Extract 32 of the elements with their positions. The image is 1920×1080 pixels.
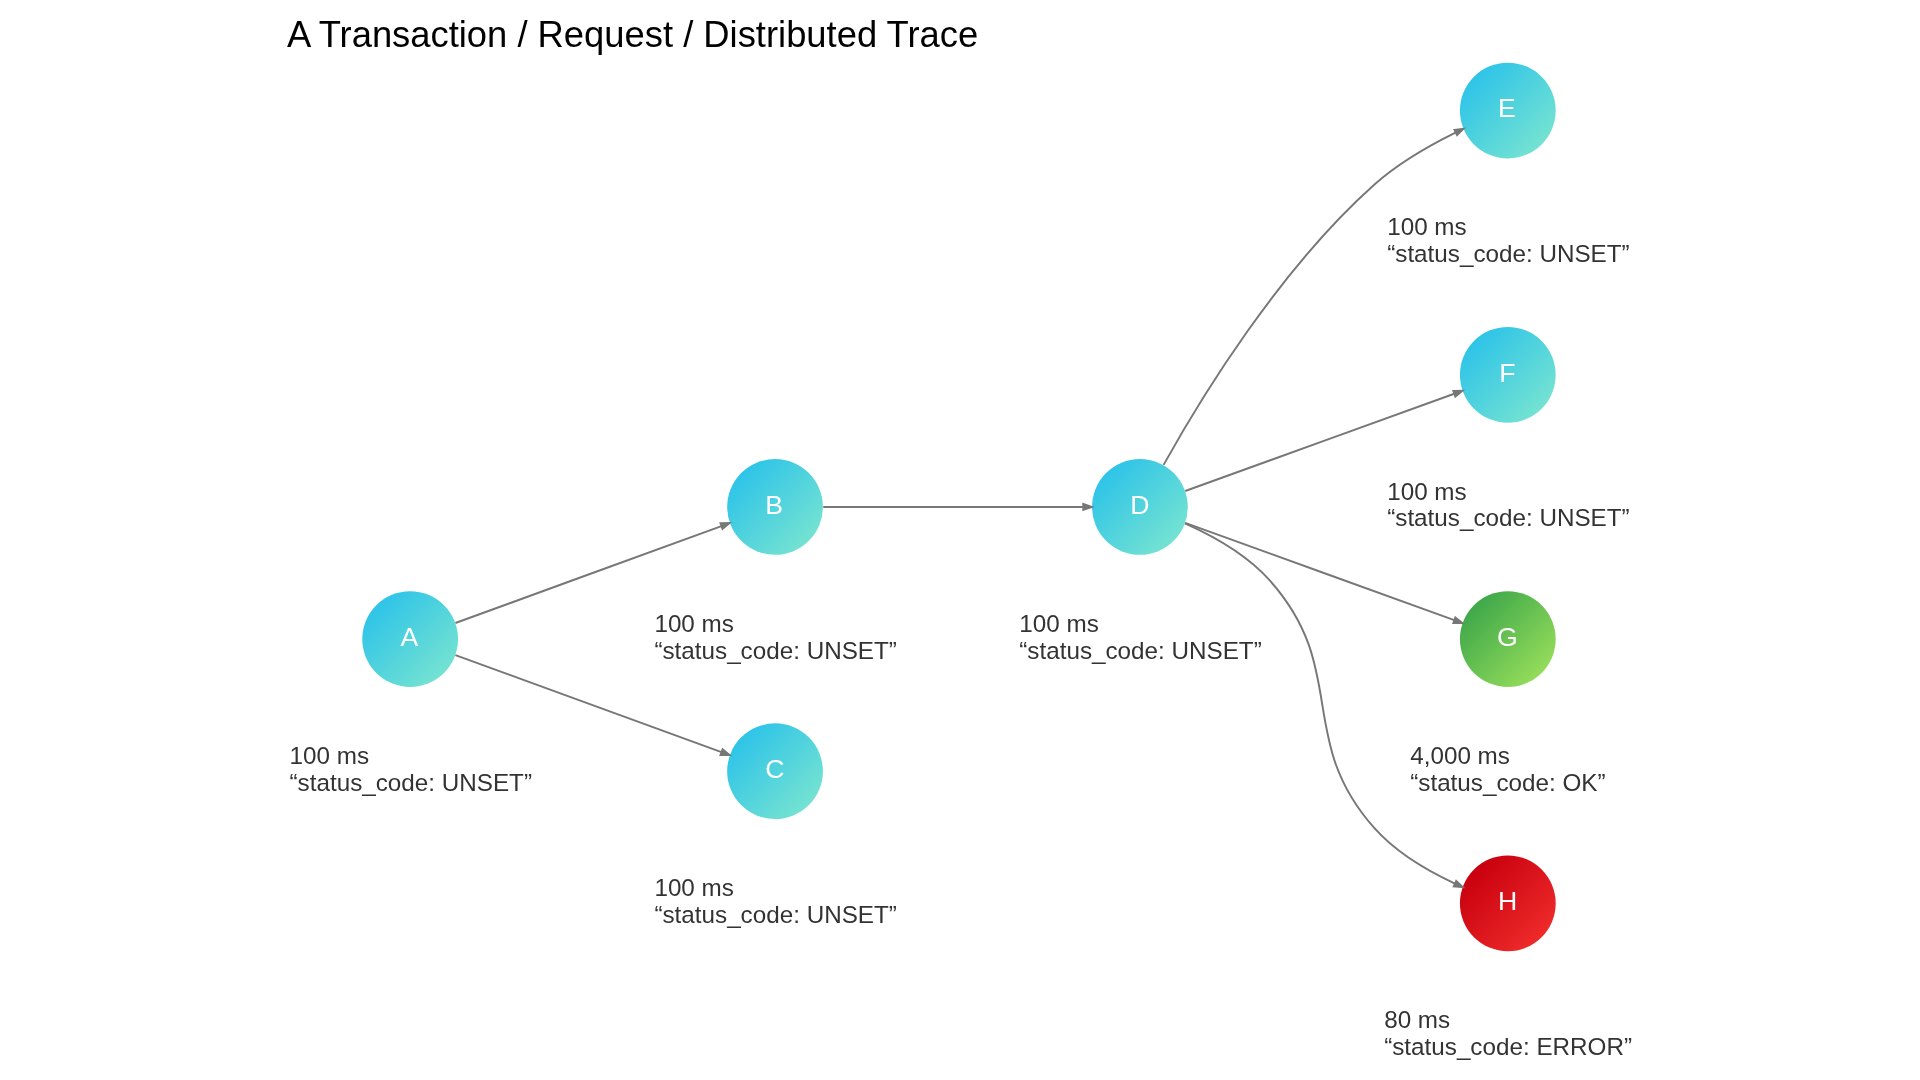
arrow <box>453 654 732 757</box>
node-circle: F <box>1459 326 1556 423</box>
node-label: 100 ms <box>289 741 369 769</box>
arrow <box>1183 389 1465 492</box>
node-label: 80 ms <box>1383 1006 1450 1034</box>
node-label: “status_code: UNSET” <box>1386 240 1630 268</box>
node-label: 4,000 ms <box>1409 741 1510 769</box>
node-label: 100 ms <box>1386 477 1467 505</box>
node-circle: G <box>1459 591 1556 687</box>
node-label: “status_code: UNSET” <box>653 636 897 664</box>
arrow <box>1183 522 1465 889</box>
node-circle: C <box>726 723 823 820</box>
node-label: “status_code: UNSET” <box>1386 504 1630 532</box>
diagram-title: A Transaction / Request / Distributed Trace <box>286 13 978 55</box>
node-label: “status_code: OK” <box>1409 768 1606 796</box>
arrow <box>453 522 732 624</box>
arrow <box>1183 521 1465 625</box>
node-circle: H <box>1459 855 1556 952</box>
node-circle: D <box>1091 459 1188 555</box>
node-label: “status_code: UNSET” <box>653 900 897 928</box>
node-label: 100 ms <box>653 609 734 637</box>
arrow <box>1162 127 1466 466</box>
node-circle: A <box>361 591 458 687</box>
node-label: 100 ms <box>1018 609 1099 637</box>
node-label: “status_code: UNSET” <box>289 768 532 796</box>
node-label: “status_code: UNSET” <box>1018 636 1262 664</box>
node-label: “status_code: ERROR” <box>1383 1032 1632 1060</box>
node-circle: B <box>726 459 823 555</box>
node-circle: E <box>1459 62 1556 159</box>
arrow <box>821 502 1095 512</box>
node-label: 100 ms <box>1386 213 1467 241</box>
node-label: 100 ms <box>653 874 734 902</box>
